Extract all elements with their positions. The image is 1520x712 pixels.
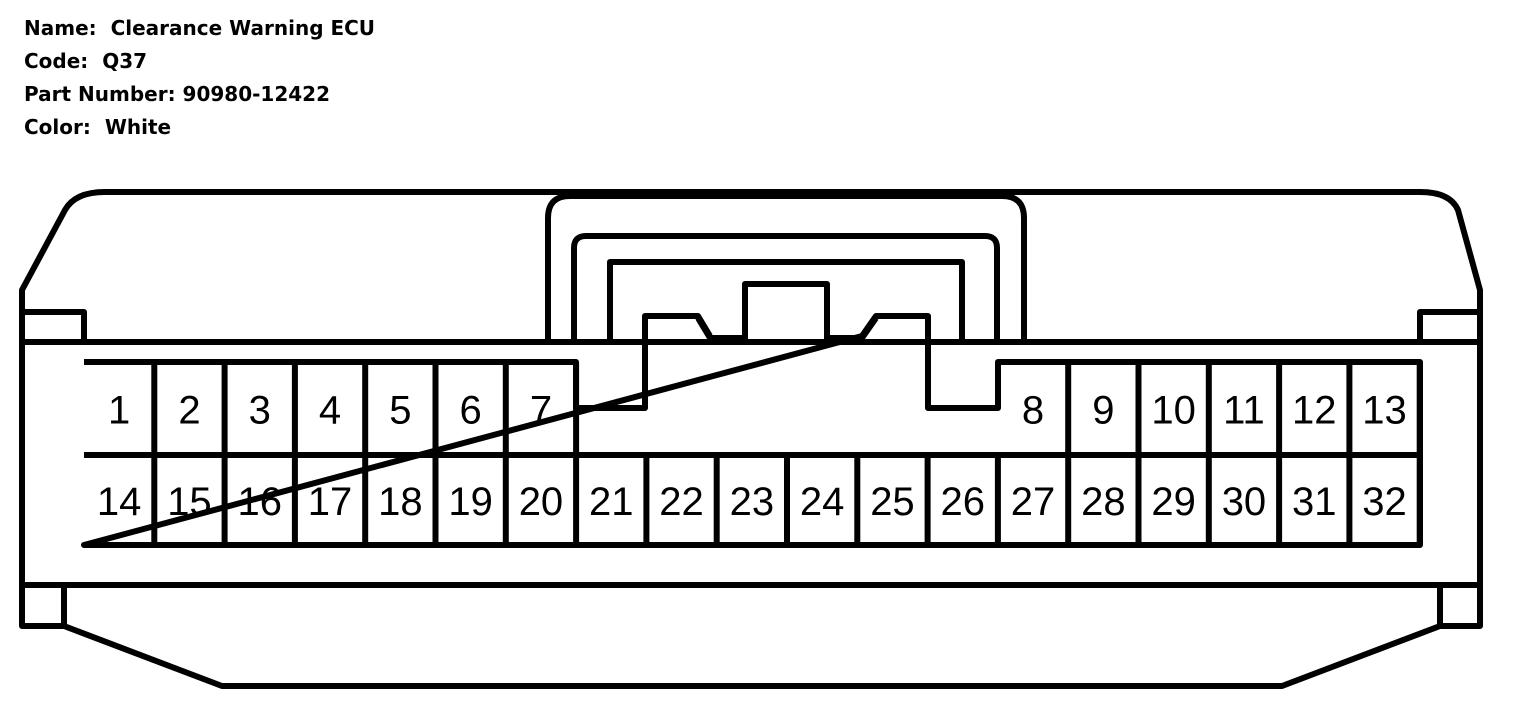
connector-info: Name: Clearance Warning ECU Code: Q37 Pa… <box>24 12 375 144</box>
pin-label: 30 <box>1222 480 1267 524</box>
pin-label: 25 <box>870 480 915 524</box>
lock-tab <box>742 281 830 345</box>
right-tab-upper <box>1417 309 1480 342</box>
code-label: Code: <box>24 49 89 73</box>
pin-label: 32 <box>1362 480 1407 524</box>
name-label: Name: <box>24 16 97 40</box>
pin-label: 20 <box>519 480 564 524</box>
pin-label: 13 <box>1362 389 1407 433</box>
pin-label: 24 <box>800 480 845 524</box>
pin-label: 18 <box>378 480 423 524</box>
pin-label: 15 <box>167 480 212 524</box>
pin-label: 5 <box>389 389 411 433</box>
pin-label: 1 <box>108 389 130 433</box>
pin-label: 31 <box>1292 480 1337 524</box>
pin-label: 12 <box>1292 389 1337 433</box>
color-label: Color: <box>24 115 91 139</box>
pin-label: 23 <box>730 480 775 524</box>
connector-housing <box>19 189 1483 689</box>
pin-label: 11 <box>1223 389 1265 433</box>
lock-outer <box>545 193 1027 342</box>
pin-label: 10 <box>1151 389 1196 433</box>
pin-label: 17 <box>308 480 353 524</box>
lock-inner <box>571 233 1000 342</box>
name-row: Name: Clearance Warning ECU <box>24 12 375 45</box>
part-number-value: 90980-12422 <box>182 82 330 106</box>
pin-label: 19 <box>448 480 493 524</box>
pin-label: 26 <box>941 480 986 524</box>
color-value: White <box>104 115 172 139</box>
lock-window <box>607 259 965 345</box>
pin-label: 3 <box>249 389 271 433</box>
color-row: Color: White <box>24 111 375 144</box>
pin-label: 22 <box>659 480 704 524</box>
pin-label: 28 <box>1081 480 1126 524</box>
pin-label: 7 <box>530 389 552 433</box>
name-value: Clearance Warning ECU <box>110 16 376 40</box>
pin-label: 4 <box>319 389 341 433</box>
pin-label: 21 <box>589 480 634 524</box>
pin-label: 8 <box>1022 389 1044 433</box>
part-number-label: Part Number: <box>24 82 176 106</box>
pin-label: 27 <box>1011 480 1056 524</box>
pin-label: 6 <box>460 389 482 433</box>
pin-label: 29 <box>1151 480 1196 524</box>
pin-label: 9 <box>1092 389 1114 433</box>
pin-label: 2 <box>178 389 200 433</box>
left-tab-upper <box>22 309 87 342</box>
code-row: Code: Q37 <box>24 45 375 78</box>
code-value: Q37 <box>102 49 148 73</box>
pin-label: 16 <box>238 480 283 524</box>
pin-label: 14 <box>97 480 142 524</box>
part-number-row: Part Number: 90980-12422 <box>24 78 375 111</box>
